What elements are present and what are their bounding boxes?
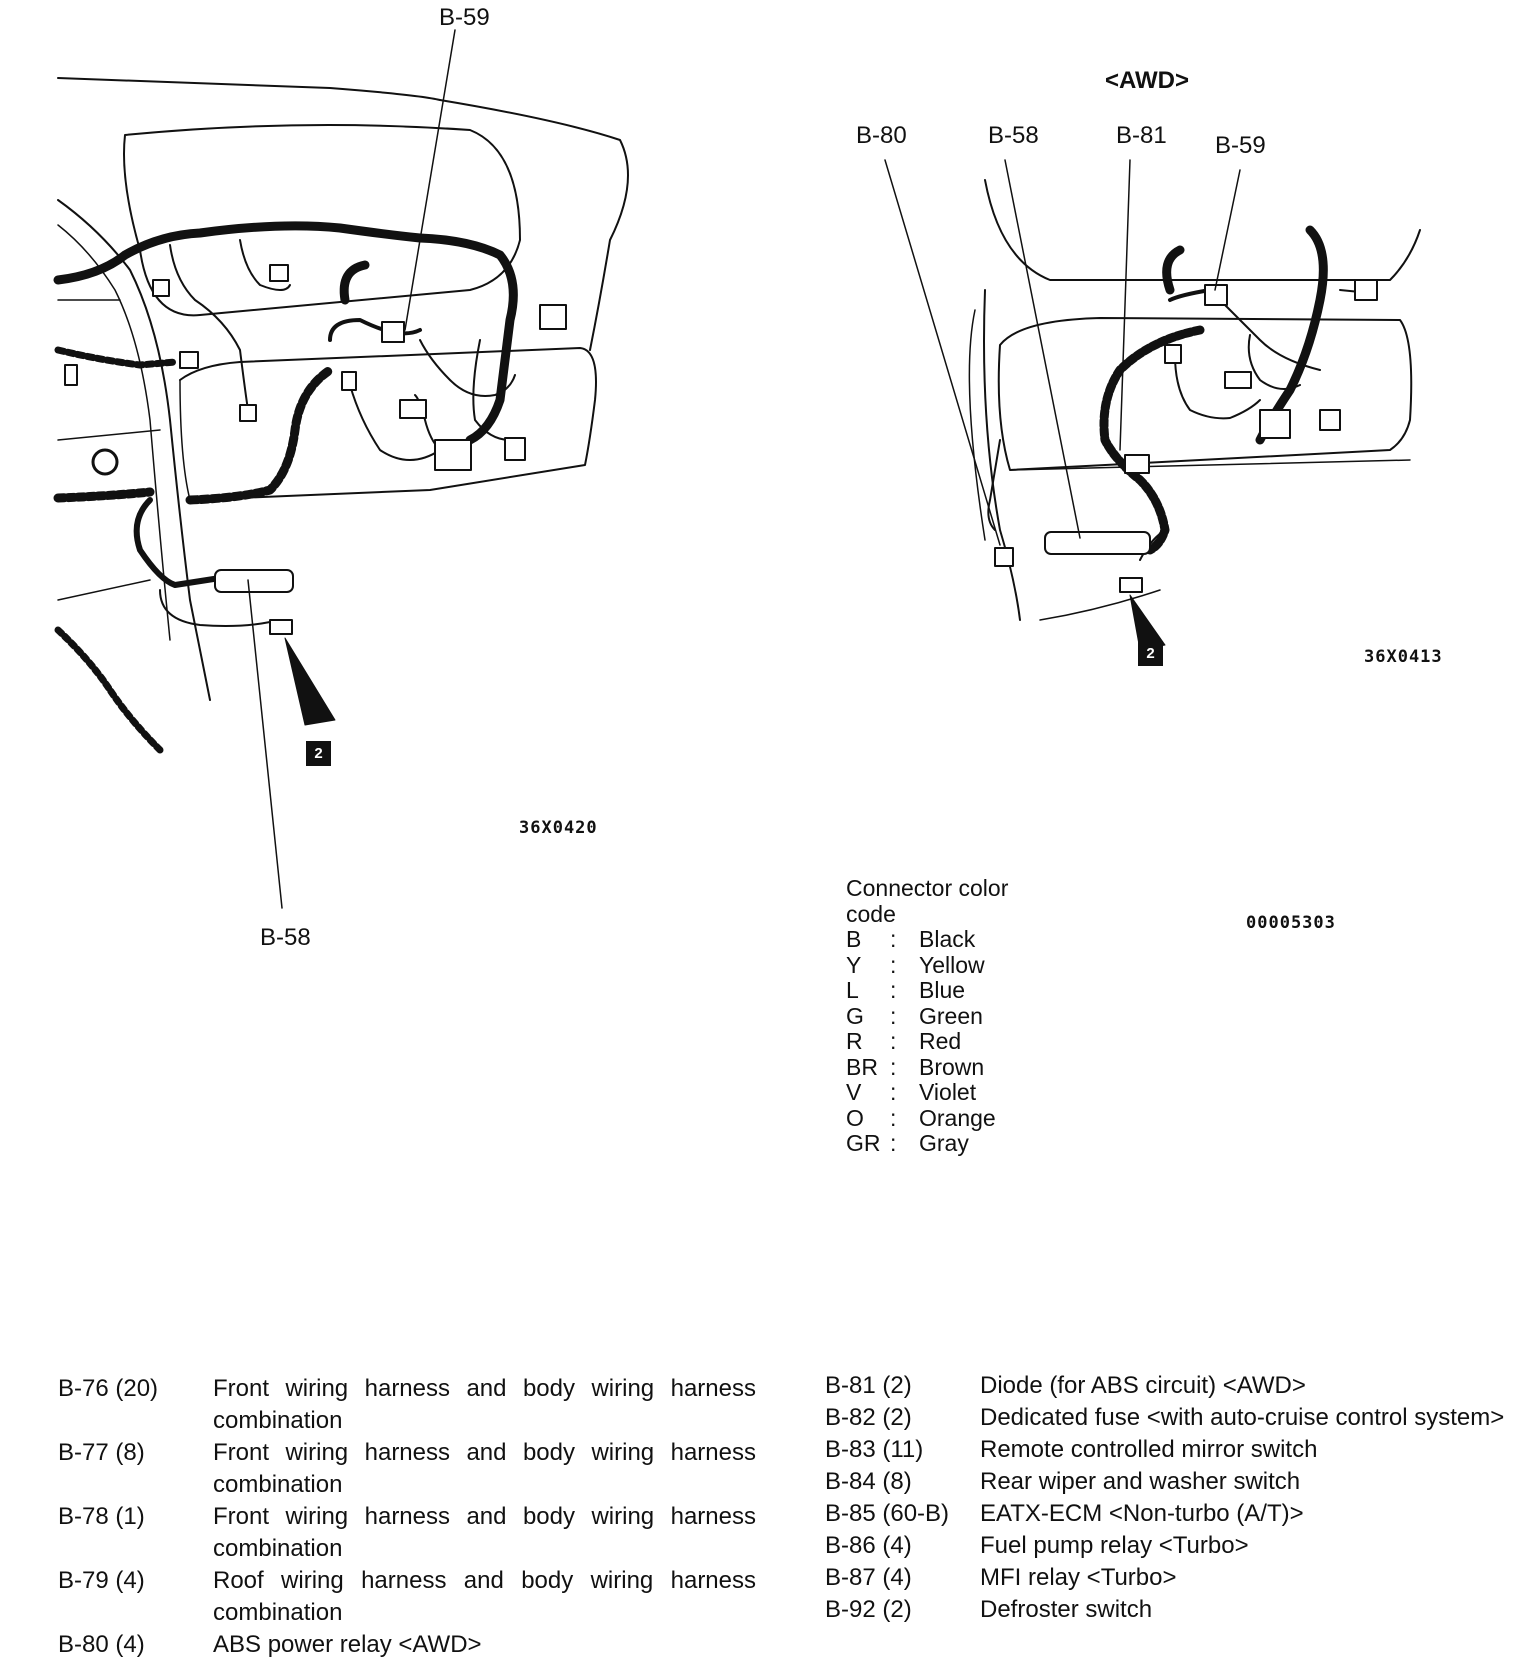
- step-badge-left: 2: [306, 741, 331, 766]
- legend-row: V: Violet: [846, 1079, 996, 1106]
- legend-row: Y: Yellow: [846, 951, 996, 979]
- part-row: B-86 (4) Fuel pump relay <Turbo>: [825, 1530, 1519, 1562]
- legend-separator: :: [890, 926, 897, 952]
- legend-separator: :: [890, 1028, 897, 1054]
- callout-b59-left: B-59: [439, 4, 490, 31]
- part-row: B-82 (2) Dedicated fuse <with auto-cruise…: [825, 1402, 1519, 1434]
- legend-title: Connector color code: [846, 875, 1009, 927]
- part-row: B-87 (4) MFI relay <Turbo>: [825, 1562, 1519, 1594]
- legend-code: O: [846, 1104, 864, 1131]
- part-description: Front wiring harness and body wiring har…: [213, 1375, 756, 1434]
- legend-color-name: Blue: [919, 977, 966, 1003]
- legend-row: O: Orange: [846, 1104, 996, 1132]
- callout-b58-left: B-58: [260, 924, 311, 951]
- part-code: B-83 (11): [825, 1436, 924, 1463]
- legend-separator: :: [890, 977, 897, 1003]
- legend-separator: :: [890, 1053, 897, 1080]
- part-description: EATX-ECM <Non-turbo (A/T)>: [980, 1500, 1304, 1527]
- part-description: Defroster switch: [980, 1596, 1153, 1623]
- part-code: B-86 (4): [825, 1532, 912, 1559]
- part-code: B-78 (1): [58, 1503, 145, 1530]
- legend-separator: :: [890, 1104, 897, 1131]
- part-row: B-76 (20) Front wiring harness and body w…: [58, 1373, 756, 1437]
- part-code: B-81 (2): [825, 1372, 912, 1399]
- part-row: B-77 (8) Front wiring harness and body wi…: [58, 1437, 756, 1501]
- part-code: B-92 (2): [825, 1596, 912, 1623]
- part-description: Fuel pump relay <Turbo>: [980, 1532, 1249, 1559]
- part-code: B-87 (4): [825, 1564, 912, 1591]
- legend-code: R: [846, 1028, 863, 1054]
- legend-row: GR: Gray: [846, 1130, 996, 1157]
- legend-row: B: Black: [846, 926, 996, 953]
- part-description: MFI relay <Turbo>: [980, 1564, 1177, 1591]
- legend-separator: :: [890, 1002, 897, 1029]
- callout-b58-right: B-58: [988, 122, 1039, 149]
- part-row: B-81 (2) Diode (for ABS circuit) <AWD>: [825, 1370, 1519, 1402]
- legend-code: GR: [846, 1130, 881, 1156]
- legend-row: BR: Brown: [846, 1053, 996, 1081]
- callout-b81: B-81: [1116, 122, 1167, 149]
- legend-color-name: Orange: [919, 1104, 996, 1131]
- legend-color-name: Green: [919, 1002, 983, 1029]
- part-description: Remote controlled mirror switch: [980, 1436, 1318, 1463]
- legend-code: B: [846, 926, 862, 952]
- parts-list-right: B-81 (2)Diode (for ABS circuit) <AWD>B-8…: [825, 1370, 1519, 1626]
- part-description: Rear wiper and washer switch: [980, 1468, 1301, 1495]
- callout-b59-right: B-59: [1215, 132, 1266, 159]
- part-code: B-80 (4): [58, 1631, 145, 1658]
- part-code: B-84 (8): [825, 1468, 912, 1495]
- document-code: 00005303: [1246, 913, 1336, 933]
- legend-code: Y: [846, 951, 862, 978]
- awd-heading: <AWD>: [1105, 67, 1190, 94]
- legend-row: L: Blue: [846, 977, 996, 1004]
- part-row: B-78 (1) Front wiring harness and body wi…: [58, 1501, 756, 1565]
- legend-code: L: [846, 977, 859, 1003]
- part-description: Dedicated fuse <with auto-cruise control…: [980, 1404, 1505, 1431]
- callout-b80: B-80: [856, 122, 907, 149]
- legend-color-name: Red: [919, 1028, 962, 1054]
- legend-color-name: Gray: [919, 1130, 969, 1156]
- legend-code: G: [846, 1002, 864, 1029]
- part-description: Roof wiring harness and body wiring harn…: [213, 1567, 756, 1626]
- part-row: B-79 (4) Roof wiring harness and body wir…: [58, 1565, 756, 1629]
- part-description: Diode (for ABS circuit) <AWD>: [980, 1372, 1306, 1399]
- part-row: B-85 (60-B) EATX-ECM <Non-turbo (A/T)>: [825, 1498, 1519, 1530]
- legend-separator: :: [890, 1079, 897, 1105]
- part-row: B-84 (8) Rear wiper and washer switch: [825, 1466, 1519, 1498]
- part-row: B-92 (2) Defroster switch: [825, 1594, 1519, 1626]
- part-row: B-83 (11) Remote controlled mirror switch: [825, 1434, 1519, 1466]
- figure-code-left: 36X0420: [519, 818, 598, 838]
- legend-row: G: Green: [846, 1002, 996, 1030]
- legend-code: V: [846, 1079, 862, 1105]
- legend-color-name: Yellow: [919, 951, 985, 978]
- legend-row: R: Red: [846, 1028, 996, 1055]
- part-code: B-76 (20): [58, 1375, 159, 1402]
- part-code: B-82 (2): [825, 1404, 912, 1431]
- legend-separator: :: [890, 1130, 897, 1156]
- parts-list-left: B-76 (20) Front wiring harness and body w…: [58, 1373, 756, 1661]
- part-code: B-77 (8): [58, 1439, 145, 1466]
- legend-color-name: Violet: [919, 1079, 977, 1105]
- part-description: ABS power relay <AWD>: [213, 1631, 482, 1658]
- part-description: Front wiring harness and body wiring har…: [213, 1503, 756, 1562]
- part-code: B-85 (60-B): [825, 1500, 950, 1527]
- part-description: Front wiring harness and body wiring har…: [213, 1439, 756, 1498]
- step-badge-right: 2: [1138, 641, 1163, 666]
- legend-separator: :: [890, 951, 897, 978]
- part-code: B-79 (4): [58, 1567, 145, 1594]
- legend-color-name: Black: [919, 926, 976, 952]
- legend-color-name: Brown: [919, 1053, 985, 1080]
- legend-code: BR: [846, 1053, 878, 1080]
- figure-code-right: 36X0413: [1364, 647, 1443, 667]
- part-row: B-80 (4) ABS power relay <AWD>: [58, 1629, 756, 1661]
